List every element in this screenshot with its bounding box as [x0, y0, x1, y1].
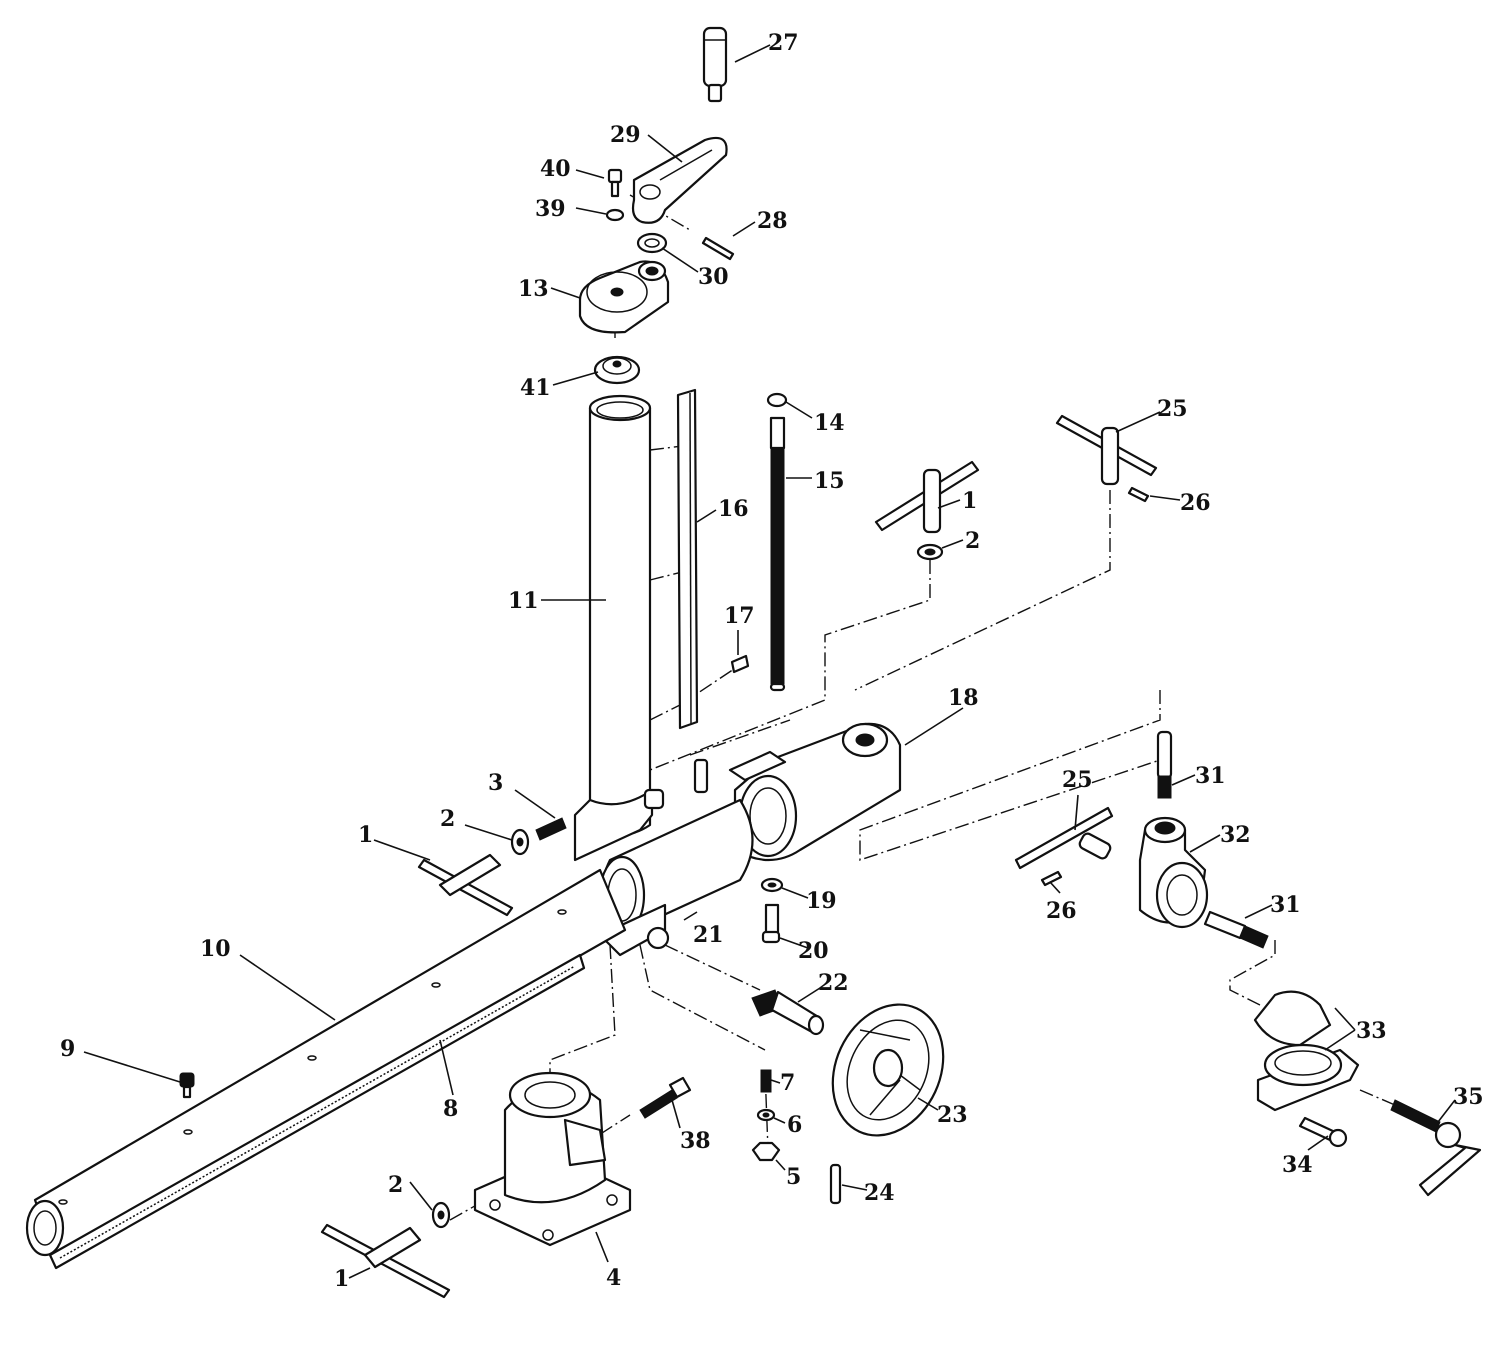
part-39-washer [605, 208, 625, 222]
label-15: 15 [814, 468, 845, 494]
part-38-bolt [639, 1076, 692, 1119]
label-27: 27 [768, 30, 799, 56]
label-32: 32 [1220, 822, 1251, 848]
part-26-pin-upper [1127, 486, 1150, 503]
part-25-t-handle-upper [1055, 414, 1158, 486]
label-2-upper: 2 [965, 528, 980, 554]
label-30: 30 [698, 264, 729, 290]
label-10: 10 [200, 936, 231, 962]
label-39: 39 [535, 196, 566, 222]
part-26-pin-right [1040, 870, 1063, 887]
part-1-t-handle-left [417, 853, 514, 917]
label-25-upper: 25 [1157, 396, 1188, 422]
label-6: 6 [787, 1112, 802, 1138]
label-31-upper: 31 [1195, 763, 1226, 789]
part-32-elbow [1138, 816, 1209, 929]
label-8: 8 [443, 1096, 458, 1122]
label-26-right: 26 [1046, 898, 1077, 924]
part-34-bolt [1298, 1116, 1348, 1148]
label-28: 28 [757, 208, 788, 234]
label-33: 33 [1356, 1018, 1387, 1044]
label-9: 9 [60, 1036, 75, 1062]
part-4-base-mount [473, 1071, 632, 1247]
part-14-nut [766, 392, 788, 408]
part-31-stud-lower [1203, 910, 1269, 949]
part-7-spring [760, 1069, 772, 1093]
label-1-left: 1 [358, 822, 373, 848]
part-40-screw [607, 168, 623, 198]
part-41-bearing [593, 355, 641, 385]
label-7: 7 [780, 1070, 795, 1096]
label-22: 22 [818, 970, 849, 996]
part-33-clamp-assembly [1253, 990, 1360, 1112]
part-13-column-cap [578, 260, 670, 334]
part-2-washer-left [510, 828, 530, 856]
part-1-t-handle-upper [874, 460, 980, 534]
part-2-washer-lower [431, 1201, 451, 1229]
part-17-screw [730, 654, 750, 674]
part-15-lead-screw [769, 416, 786, 692]
part-20-bolt [761, 903, 781, 944]
part-5-nut [751, 1141, 781, 1162]
label-23: 23 [937, 1102, 968, 1128]
label-5: 5 [786, 1164, 801, 1190]
label-13: 13 [518, 276, 549, 302]
label-24: 24 [864, 1180, 895, 1206]
part-11-column-tube [588, 394, 652, 836]
part-2-washer-upper [916, 543, 944, 561]
part-31-stud-upper [1156, 730, 1173, 799]
label-19: 19 [806, 888, 837, 914]
label-41: 41 [520, 375, 551, 401]
part-29-crank-arm [631, 136, 728, 224]
part-22-shaft [751, 989, 825, 1036]
label-29: 29 [610, 122, 641, 148]
label-25-right: 25 [1062, 767, 1093, 793]
part-23-handwheel [831, 1003, 945, 1137]
part-24-pin [829, 1163, 842, 1205]
part-27-handle-knob [702, 26, 728, 103]
part-18-housing [728, 722, 902, 861]
part-labels: 27 29 40 39 28 30 13 41 14 15 16 17 11 1… [60, 30, 1484, 1292]
part-9-screw [179, 1072, 195, 1099]
part-6-washer [756, 1108, 776, 1122]
label-1-upper: 1 [962, 488, 977, 514]
part-10-arm-tube [25, 868, 627, 1257]
part-8-rack [48, 953, 586, 1270]
label-20: 20 [798, 938, 829, 964]
part-3-set-screw [535, 817, 567, 841]
part-25-t-handle-right [1014, 806, 1114, 870]
label-26-upper: 26 [1180, 490, 1211, 516]
part-28-pin [701, 236, 735, 261]
label-2-left: 2 [440, 806, 455, 832]
label-11: 11 [508, 588, 539, 614]
label-16: 16 [718, 496, 749, 522]
part-1-t-handle-lower [320, 1223, 451, 1299]
label-14: 14 [814, 410, 845, 436]
part-35-clamp-lever [1390, 1099, 1482, 1197]
part-19-washer [760, 877, 784, 893]
label-21: 21 [693, 922, 724, 948]
label-17: 17 [724, 603, 755, 629]
label-18: 18 [948, 685, 979, 711]
label-2-lower: 2 [388, 1172, 403, 1198]
label-34: 34 [1282, 1152, 1313, 1178]
label-1-lower: 1 [334, 1266, 349, 1292]
label-4: 4 [606, 1265, 621, 1291]
part-16-vertical-rack [676, 388, 699, 730]
label-38: 38 [680, 1128, 711, 1154]
label-40: 40 [540, 156, 571, 182]
label-35: 35 [1453, 1084, 1484, 1110]
part-30-washer [636, 232, 668, 254]
leader-lines [83, 44, 1456, 1279]
label-3: 3 [488, 770, 503, 796]
column-base-block [573, 758, 709, 957]
label-31-lower: 31 [1270, 892, 1301, 918]
